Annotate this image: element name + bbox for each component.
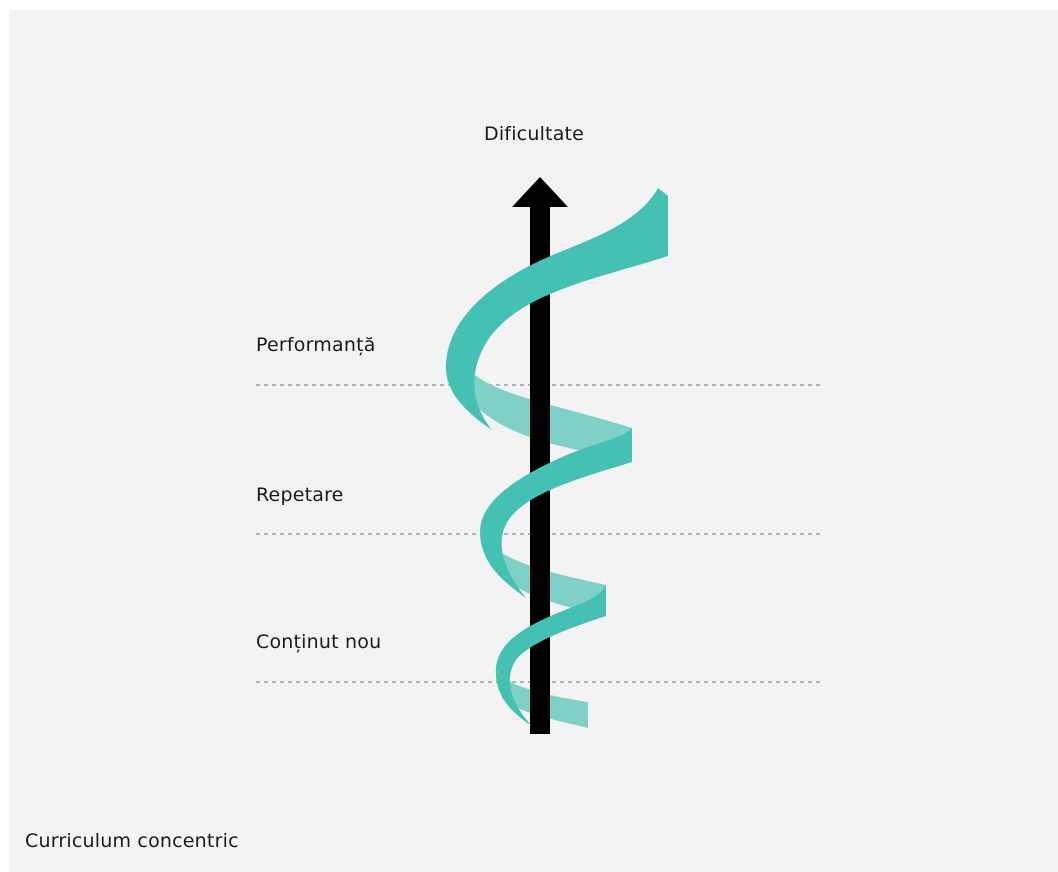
level-label-repetare: Repetare xyxy=(256,484,344,506)
axis-arrowhead-icon xyxy=(512,177,568,207)
caption: Curriculum concentric xyxy=(25,830,239,852)
spiral-front-segments xyxy=(446,188,668,726)
level-label-continut-nou: Conținut nou xyxy=(256,631,382,653)
spiral-front-middle xyxy=(480,428,632,598)
level-label-performanta: Performanță xyxy=(256,334,376,356)
axis-label: Dificultate xyxy=(484,123,585,145)
spiral-front-bottom xyxy=(495,585,606,726)
spiral-front-top xyxy=(446,188,668,430)
